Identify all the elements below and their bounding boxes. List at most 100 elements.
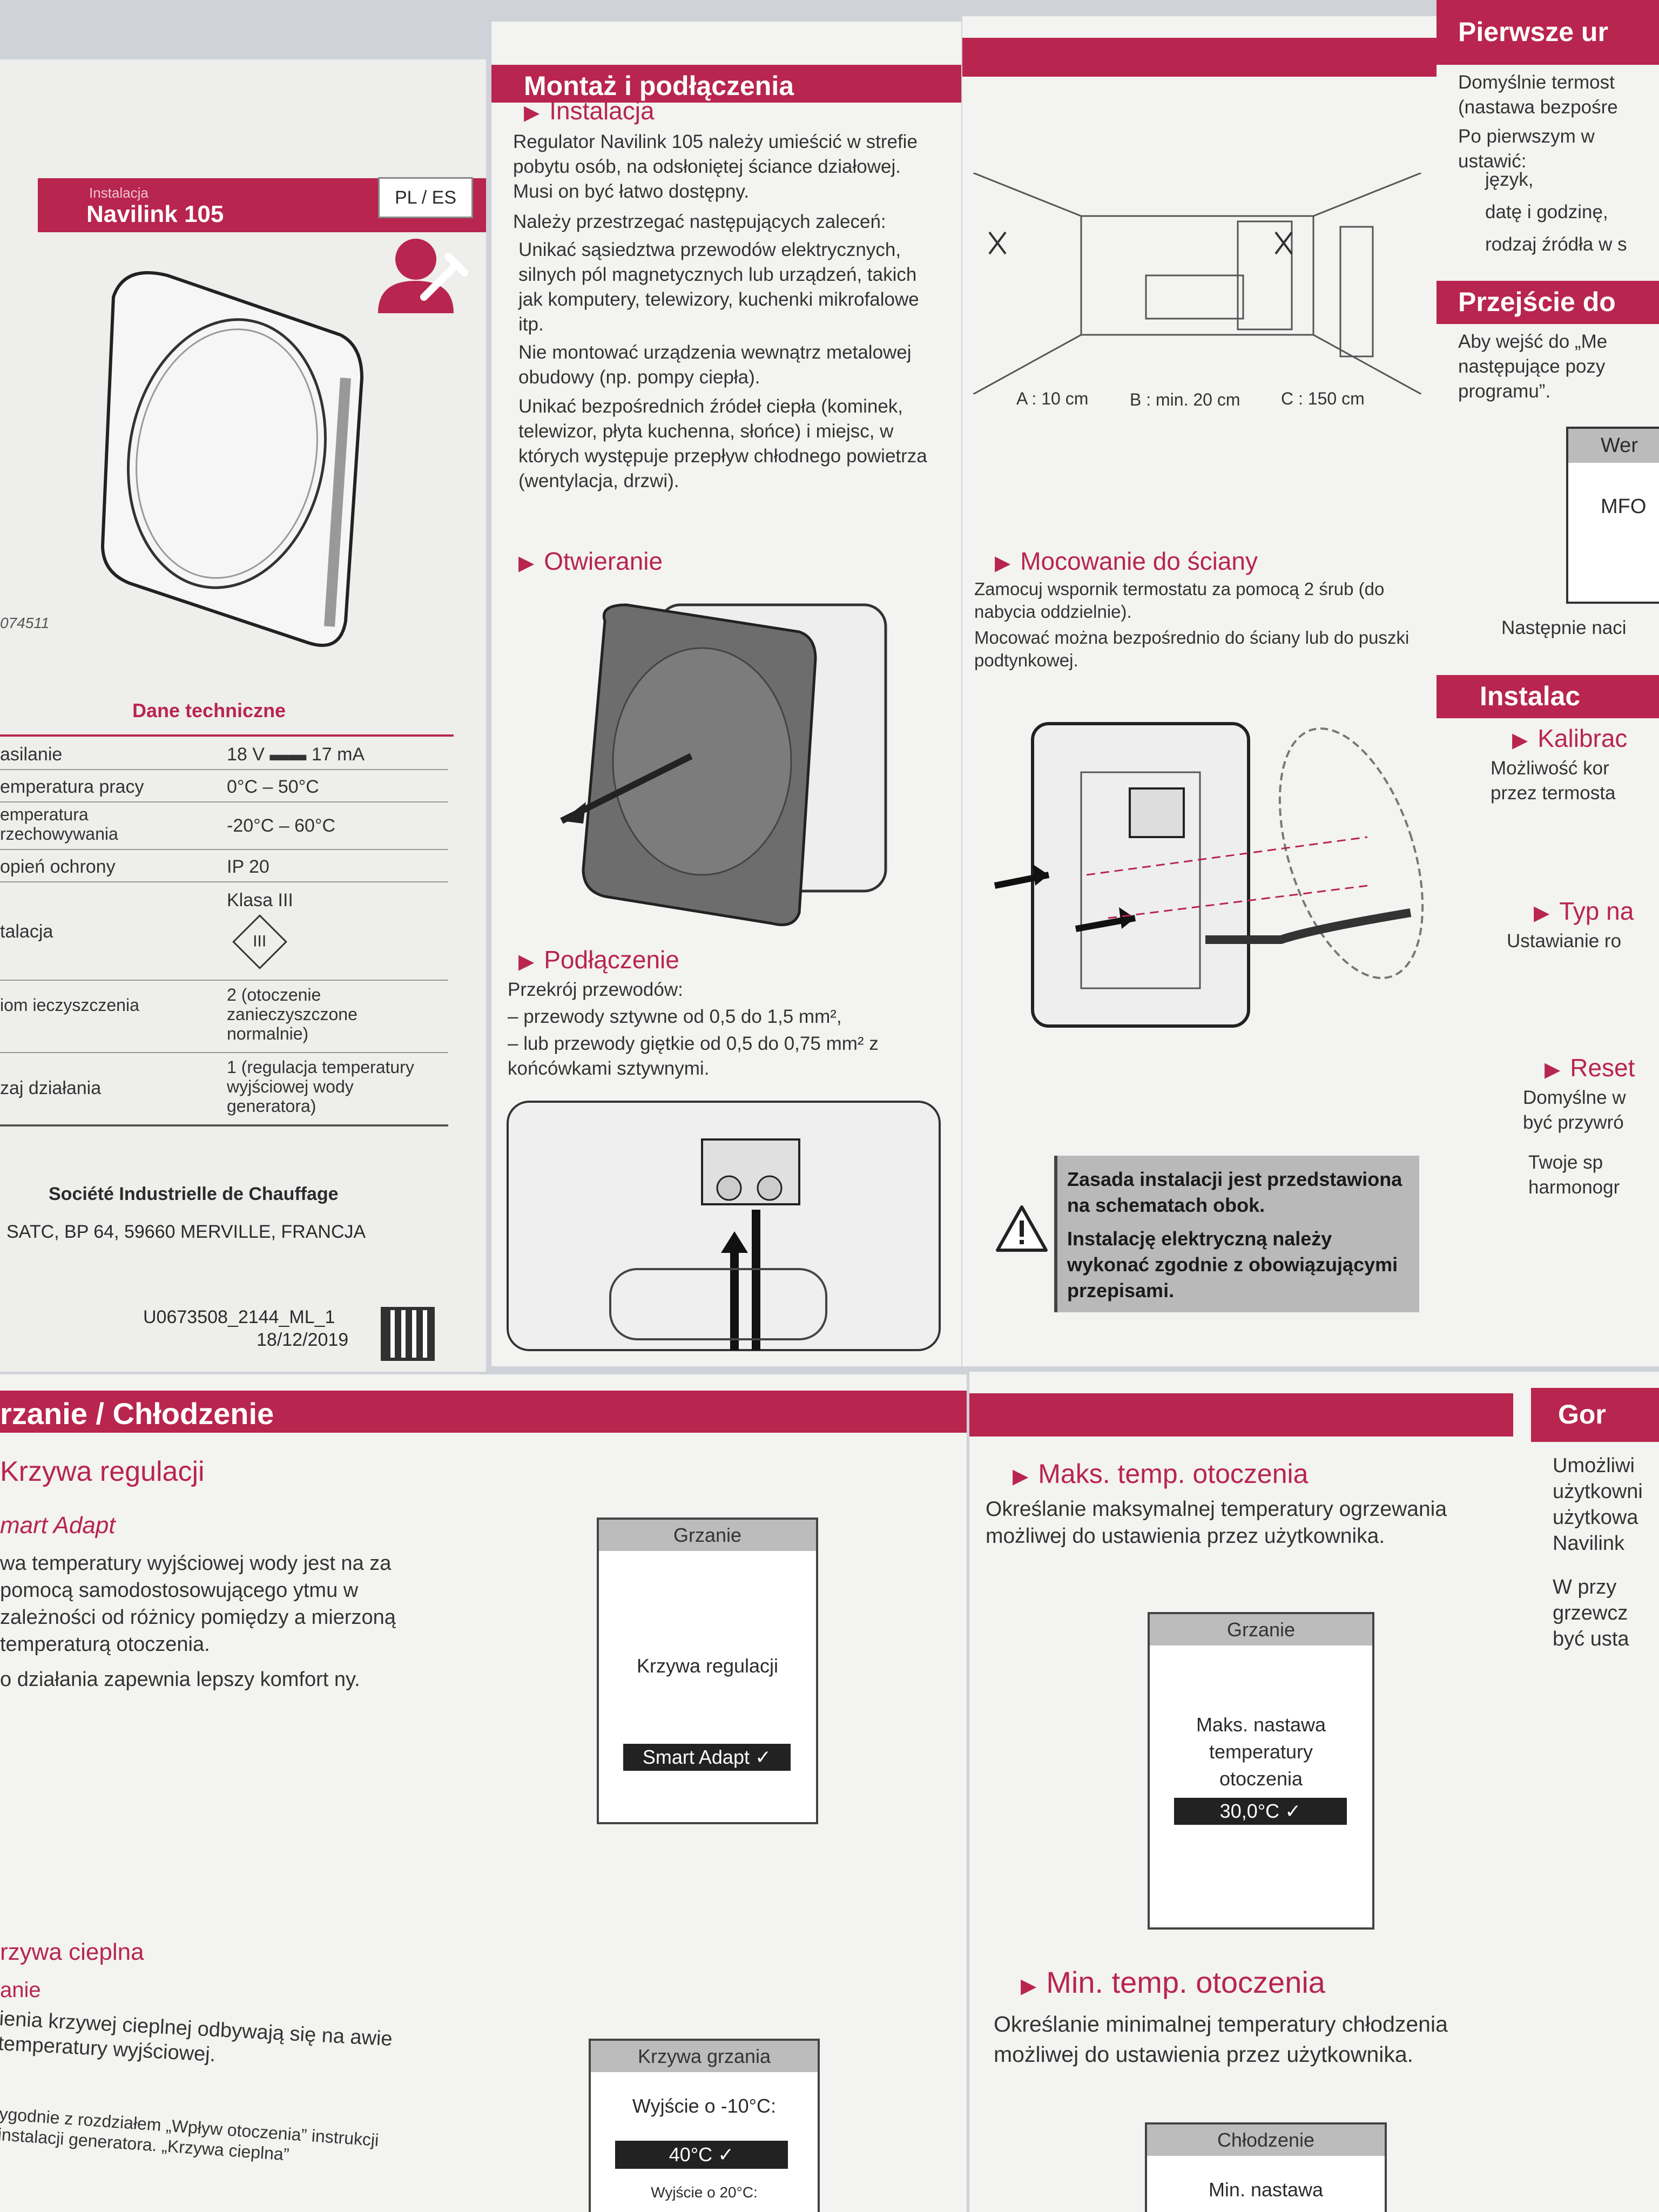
- screen-heat-curve: Krzywa grzania Wyjście o -10°C: 40°C ✓ W…: [589, 2039, 820, 2212]
- install-bullet-3: Unikać bezpośrednich źródeł ciepła (komi…: [518, 396, 927, 491]
- connection-illustration: [502, 1096, 950, 1355]
- right-table-value: MFO: [1601, 495, 1647, 518]
- dimension-c: C : 150 cm: [1281, 389, 1365, 408]
- cover-product-title: Navilink 105: [86, 201, 224, 227]
- tech-value: 18 V ▬▬ 17 mA: [227, 744, 365, 765]
- company-name: Société Industrielle de Chauffage: [49, 1184, 339, 1204]
- right-text-8: Możliwość kor przez termosta: [1491, 758, 1616, 804]
- install-paragraph-1: Regulator Navilink 105 należy umieścić w…: [513, 131, 918, 202]
- document-reference: U0673508_2144_ML_1: [143, 1307, 335, 1327]
- screen-curve-setting: Grzanie Krzywa regulacji Smart Adapt ✓: [597, 1518, 818, 1824]
- screen-header: Krzywa grzania: [591, 2041, 818, 2072]
- table-row: zaj działania 1 (regulacja temperatury w…: [0, 1053, 448, 1127]
- mount-band: [962, 38, 1438, 77]
- heading-smart-adapt: mart Adapt: [0, 1512, 116, 1539]
- table-row: emperatura pracy 0°C – 50°C: [0, 770, 448, 802]
- right-text-1: Domyślnie termost (nastawa bezpośre: [1458, 72, 1618, 118]
- screen-label: Wyjście o -10°C:: [632, 2095, 777, 2117]
- heading-min-temp: Min. temp. otoczenia: [1021, 1965, 1325, 2000]
- heating-band: [0, 1391, 967, 1433]
- right-band-1: [1437, 0, 1659, 65]
- install-bullet-1: Unikać sąsiedztwa przewodów elektrycznyc…: [518, 239, 919, 335]
- install-panel: Montaż i podłączenia Instalacja Regulato…: [491, 22, 961, 1366]
- connection-line-2: – przewody sztywne od 0,5 do 1,5 mm²,: [508, 1006, 842, 1027]
- max-temp-selector[interactable]: 30,0°C ✓: [1174, 1798, 1347, 1825]
- right-text-4: datę i godzinę,: [1485, 201, 1608, 222]
- right-text-2: Po pierwszym w ustawić:: [1458, 126, 1595, 172]
- heat-curve-note: ygodnie z rozdziałem „Wpływ otoczenia” i…: [0, 2103, 380, 2164]
- wall-paragraph-1: Zamocuj wspornik termostatu za pomocą 2 …: [974, 579, 1385, 622]
- bottom-right-panel: Gor Maks. temp. otoczenia Określanie mak…: [969, 1372, 1659, 2212]
- company-address: SATC, BP 64, 59660 MERVILLE, FRANCJA: [6, 1222, 366, 1242]
- curve-paragraph-1: wa temperatury wyjściowej wody jest na z…: [0, 1552, 396, 1656]
- warning-triangle-icon: [995, 1204, 1049, 1253]
- right-band-3: [1437, 675, 1659, 718]
- connection-line-1: Przekrój przewodów:: [508, 979, 683, 1000]
- tech-value: Klasa III: [227, 890, 293, 911]
- min-temp-paragraph: Określanie minimalnej temperatury chłodz…: [994, 2012, 1448, 2067]
- tech-value: 2 (otoczenie zanieczyszczone normalnie): [227, 985, 358, 1043]
- outflow-temp-selector[interactable]: 40°C ✓: [615, 2141, 788, 2169]
- dimension-b: B : min. 20 cm: [1130, 390, 1240, 409]
- class-iii-icon: III: [232, 914, 287, 969]
- heating-band-title: rzanie / Chłodzenie: [0, 1397, 274, 1431]
- tech-value: IP 20: [227, 857, 269, 877]
- heading-reset: Reset: [1545, 1053, 1635, 1082]
- table-row: iom ieczyszczenia 2 (otoczenie zanieczys…: [0, 981, 448, 1053]
- tech-table: asilanie 18 V ▬▬ 17 mA emperatura pracy …: [0, 738, 448, 1127]
- heading-installation: Instalacja: [524, 96, 654, 125]
- right-edge-panel: Pierwsze ur Domyślnie termost (nastawa b…: [1437, 0, 1659, 1366]
- bottom-left-panel: rzanie / Chłodzenie Krzywa regulacji mar…: [0, 1374, 967, 2212]
- gor-paragraph-1: Umożliwi użytkowni użytkowa Navilink: [1553, 1454, 1643, 1555]
- thermostat-illustration: [92, 254, 373, 664]
- tech-value: 1 (regulacja temperatury wyjściowej wody…: [227, 1057, 414, 1116]
- user-wrench-icon: [373, 232, 470, 319]
- right-text-10: Domyślne w być przywró: [1523, 1087, 1626, 1133]
- heading-heat-curve: rzywa cieplna: [0, 1939, 144, 1965]
- table-row: emperatura rzechowywania -20°C – 60°C: [0, 802, 448, 850]
- smart-adapt-selector[interactable]: Smart Adapt ✓: [623, 1744, 791, 1771]
- heading-max-temp: Maks. temp. otoczenia: [1013, 1458, 1308, 1489]
- product-code: 074511: [0, 615, 50, 631]
- tech-key: talacja: [0, 921, 53, 942]
- right-text-5: rodzaj źródła w s: [1485, 234, 1627, 255]
- right-band-3-title: Instalac: [1480, 681, 1581, 711]
- gor-band-title: Gor: [1558, 1399, 1606, 1429]
- screen-next-label: Wyjście o 20°C:: [651, 2184, 758, 2201]
- max-temp-paragraph: Określanie maksymalnej temperatury ogrze…: [986, 1498, 1447, 1548]
- tech-key: asilanie: [0, 744, 63, 765]
- right-text-11: Twoje sp harmonogr: [1528, 1152, 1620, 1198]
- mount-panel: A : 10 cm B : min. 20 cm C : 150 cm Moco…: [962, 16, 1438, 1366]
- right-table: Wer MFO: [1566, 427, 1659, 604]
- document-date: 18/12/2019: [257, 1330, 349, 1350]
- table-row: asilanie 18 V ▬▬ 17 mA: [0, 738, 448, 770]
- bottom-right-band: [969, 1393, 1513, 1437]
- install-bullet-2: Nie montować urządzenia wewnątrz metalow…: [518, 342, 912, 388]
- tech-key: zaj działania: [0, 1078, 102, 1098]
- gor-paragraph-2: W przy grzewcz być usta: [1553, 1576, 1629, 1650]
- heading-connection: Podłączenie: [518, 945, 679, 974]
- screen-min-temp: Chłodzenie Min. nastawa: [1145, 2122, 1387, 2212]
- heading-calibration: Kalibrac: [1512, 724, 1627, 753]
- room-diagram: [973, 173, 1421, 394]
- heat-curve-paragraph: ienia krzywej cieplnej odbywają się na a…: [0, 2007, 393, 2066]
- right-band-2-title: Przejście do: [1458, 287, 1616, 317]
- right-text-6: Aby wejść do „Me następujące pozy progra…: [1458, 331, 1608, 402]
- gor-band: [1531, 1388, 1659, 1442]
- right-table-header: Wer: [1568, 429, 1659, 463]
- table-row: opień ochrony IP 20: [0, 850, 448, 882]
- connection-line-3: – lub przewody giętkie od 0,5 do 0,75 mm…: [508, 1033, 879, 1079]
- opening-illustration: [524, 583, 902, 940]
- cover-panel: Instalacja Navilink 105 PL / ES 074511 D…: [0, 59, 486, 1372]
- right-text-3: język,: [1485, 169, 1534, 190]
- qr-code-icon: [381, 1307, 435, 1361]
- right-band-1-title: Pierwsze ur: [1458, 17, 1608, 47]
- heading-curve: Krzywa regulacji: [0, 1456, 205, 1487]
- screen-header: Grzanie: [1150, 1614, 1372, 1645]
- warning-box: Zasada instalacji jest przedstawiona na …: [1054, 1156, 1419, 1312]
- heading-type: Typ na: [1534, 896, 1634, 926]
- heading-setting: anie: [0, 1978, 41, 2002]
- screen-header: Chłodzenie: [1147, 2125, 1385, 2156]
- warning-text-1: Zasada instalacji jest przedstawiona na …: [1067, 1168, 1402, 1216]
- heading-opening: Otwieranie: [518, 547, 663, 576]
